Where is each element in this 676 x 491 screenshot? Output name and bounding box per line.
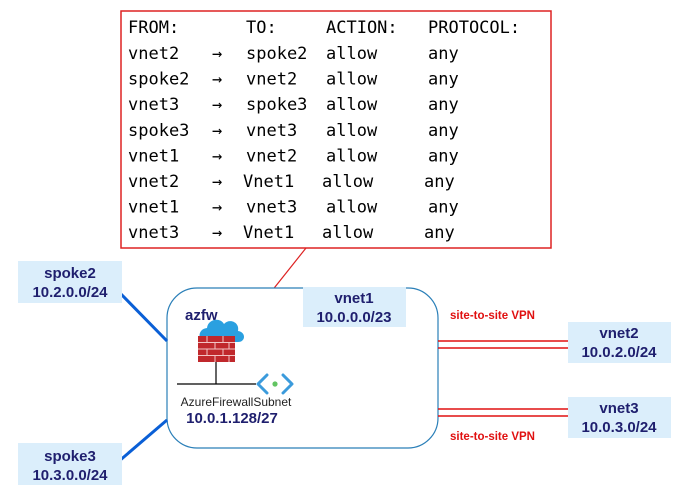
header-action: ACTION: — [326, 18, 398, 38]
rule-from: spoke2 — [128, 70, 189, 90]
vpn-label-bottom: site-to-site VPN — [450, 431, 535, 443]
arrow-icon: → — [212, 70, 222, 90]
header-to: TO: — [246, 18, 277, 38]
rule-to: Vnet1 — [243, 223, 294, 243]
vnet3-name: vnet3 — [599, 400, 638, 417]
vnet2-name: vnet2 — [599, 325, 638, 342]
header-protocol: PROTOCOL: — [428, 18, 520, 38]
spoke2-cidr: 10.2.0.0/24 — [32, 284, 108, 301]
arrow-icon: → — [212, 198, 222, 218]
rule-action: allow — [322, 223, 374, 243]
rule-protocol: any — [428, 121, 459, 141]
rule-action: allow — [326, 146, 378, 166]
rule-action: allow — [326, 121, 378, 141]
rule-to: vnet2 — [246, 146, 297, 166]
rule-from: spoke3 — [128, 121, 189, 141]
rule-from: vnet3 — [128, 95, 179, 115]
rule-protocol: any — [424, 223, 455, 243]
vnet3-label-box — [568, 397, 671, 438]
rule-to: vnet3 — [246, 198, 297, 218]
header-from: FROM: — [128, 18, 179, 38]
vnet2-cidr: 10.0.2.0/24 — [581, 344, 657, 361]
arrow-icon: → — [212, 44, 222, 64]
rules-table: FROM: TO: ACTION: PROTOCOL: vnet2 → spoke2… — [128, 18, 520, 243]
rule-from: vnet1 — [128, 146, 179, 166]
rule-action: allow — [326, 198, 378, 218]
rule-to: spoke3 — [246, 95, 307, 115]
rule-to: spoke2 — [246, 44, 307, 64]
firewall-icon — [198, 319, 244, 362]
arrow-icon: → — [212, 172, 222, 192]
arrow-icon: → — [212, 95, 222, 115]
arrow-icon: → — [212, 223, 222, 243]
arrow-icon: → — [212, 146, 222, 166]
vnet1-name: vnet1 — [334, 290, 373, 307]
vnet1-cidr: 10.0.0.0/23 — [316, 309, 391, 326]
vnet2-label-box — [568, 322, 671, 363]
rule-to: vnet3 — [246, 121, 297, 141]
subnet-icon — [256, 373, 294, 395]
rules-table-box — [120, 10, 552, 249]
rule-from: vnet1 — [128, 198, 179, 218]
rule-protocol: any — [428, 95, 459, 115]
spoke3-link — [117, 418, 168, 464]
vnet3-cidr: 10.0.3.0/24 — [581, 419, 657, 436]
rule-protocol: any — [428, 198, 459, 218]
rule-protocol: any — [424, 172, 455, 192]
rule-from: vnet3 — [128, 223, 179, 243]
rule-protocol: any — [428, 70, 459, 90]
rule-action: allow — [326, 70, 378, 90]
rule-to: vnet2 — [246, 70, 297, 90]
rule-protocol: any — [428, 146, 459, 166]
arrow-icon: → — [212, 121, 222, 141]
subnet-name: AzureFirewallSubnet — [181, 395, 292, 409]
spoke3-label-box — [18, 443, 122, 485]
vpn-label-top: site-to-site VPN — [450, 310, 535, 322]
rule-from: vnet2 — [128, 172, 179, 192]
spoke2-link — [116, 289, 169, 343]
rule-action: allow — [326, 44, 378, 64]
rule-action: allow — [322, 172, 374, 192]
vnet1-label-box — [303, 287, 406, 327]
firewall-name: azfw — [185, 307, 218, 324]
spoke2-label-box — [18, 261, 122, 303]
spoke3-cidr: 10.3.0.0/24 — [32, 467, 108, 484]
spoke2-name: spoke2 — [44, 265, 96, 282]
spoke3-name: spoke3 — [44, 448, 96, 465]
rule-protocol: any — [428, 44, 459, 64]
rule-from: vnet2 — [128, 44, 179, 64]
rule-action: allow — [326, 95, 378, 115]
subnet-cidr: 10.0.1.128/27 — [186, 410, 278, 427]
rule-to: Vnet1 — [243, 172, 294, 192]
